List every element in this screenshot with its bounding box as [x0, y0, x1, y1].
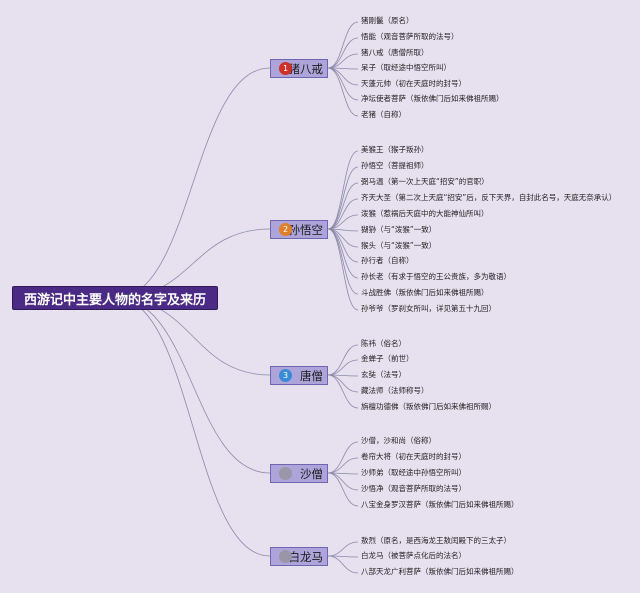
leaf-item[interactable]: 卷帘大将（初在天庭时的封号） [361, 452, 466, 461]
gray-marker-icon [279, 467, 292, 480]
root-node[interactable]: 西游记中主要人物的名字及来历 [12, 286, 218, 310]
branch-label: 猪八戒 [288, 61, 324, 76]
leaf-item[interactable]: 呆子（取经途中悟空所叫） [361, 63, 451, 72]
connector [327, 198, 359, 230]
leaf-item[interactable]: 敖烈（原名，是西海龙王敖闰殿下的三太子） [361, 536, 511, 545]
priority-2-icon: 2 [279, 223, 292, 236]
leaf-item[interactable]: 天蓬元帅（初在天庭时的封号） [361, 79, 466, 88]
branch-sun-wukong[interactable]: 2 孙悟空 [270, 220, 328, 239]
leaf-item[interactable]: 旃檀功德佛（叛依佛门后如来佛祖所赐） [361, 402, 496, 411]
connector [327, 53, 359, 69]
connector [327, 472, 359, 507]
leaf-item[interactable]: 老猪（自称） [361, 110, 406, 119]
leaf-item[interactable]: 美猴王（猴子叛孙） [361, 145, 429, 154]
leaf-item[interactable]: 猴头（与“泼猴”一致） [361, 241, 437, 250]
connector [327, 214, 359, 230]
leaf-item[interactable]: 孙行者（自称） [361, 256, 414, 265]
connector [327, 457, 359, 474]
leaf-item[interactable]: 齐天大圣（第二次上天庭“招安”后，反下天界，自封此名号，天庭无奈承认） [361, 193, 617, 202]
connector [115, 297, 271, 557]
connector [327, 344, 359, 376]
leaf-item[interactable]: 金蝉子（前世） [361, 354, 414, 363]
branch-zhu-bajie[interactable]: 1 猪八戒 [270, 59, 328, 78]
leaf-item[interactable]: 八部天龙广利菩萨（叛依佛门后如来佛祖所赐） [361, 567, 519, 576]
gray-marker-icon [279, 550, 292, 563]
leaf-item[interactable]: 悟能（观音菩萨所取的法号） [361, 32, 459, 41]
leaf-item[interactable]: 孙爷爷（罗刹女所叫，详见第五十九回） [361, 304, 496, 313]
connector [327, 37, 359, 69]
leaf-item[interactable]: 泼猴（惹祸后天庭中的大能神仙所叫） [361, 209, 489, 218]
branch-tang-seng[interactable]: 3 唐僧 [270, 366, 328, 385]
connector [327, 67, 359, 117]
leaf-item[interactable]: 玄奘（法号） [361, 370, 406, 379]
connector [327, 374, 359, 393]
leaf-item[interactable]: 孙长老（有求于悟空的王公贵族，多为敬语） [361, 272, 511, 281]
leaf-item[interactable]: 白龙马（被菩萨点化后的法名） [361, 551, 466, 560]
branch-label: 孙悟空 [288, 222, 324, 237]
leaf-item[interactable]: 沙僧，沙和尚（俗称） [361, 436, 436, 445]
branch-label: 唐僧 [300, 368, 323, 383]
connector [327, 166, 359, 230]
connector [327, 555, 359, 574]
connector [327, 228, 359, 263]
leaf-item[interactable]: 沙悟净（观音菩萨所取的法号） [361, 484, 466, 493]
leaf-item[interactable]: 猪八戒（唐僧所取） [361, 48, 429, 57]
connector [115, 297, 271, 474]
leaf-item[interactable]: 猢狲（与“泼猴”一致） [361, 225, 437, 234]
branch-label: 沙僧 [300, 466, 323, 481]
leaf-item[interactable]: 孙悟空（菩提祖师） [361, 161, 429, 170]
leaf-item[interactable]: 斗战胜佛（叛依佛门后如来佛祖所赐） [361, 288, 489, 297]
connector [327, 228, 359, 311]
branch-label: 白龙马 [288, 549, 324, 564]
root-title: 西游记中主要人物的名字及来历 [23, 292, 206, 308]
leaf-item[interactable]: 净坛使者菩萨（叛依佛门后如来佛祖所赐） [361, 94, 504, 103]
connector [327, 67, 359, 86]
connector [327, 359, 359, 376]
connector [327, 228, 359, 295]
connector [327, 150, 359, 230]
leaf-item[interactable]: 藏法师（法师称号） [361, 386, 429, 395]
leaf-item[interactable]: 弼马温（第一次上天庭“招安”的官职） [361, 177, 489, 186]
leaf-item[interactable]: 猪刚鬣（原名） [361, 16, 414, 25]
connector [327, 21, 359, 69]
connector [327, 541, 359, 557]
leaf-item[interactable]: 沙师弟（取经途中孙悟空所叫） [361, 468, 466, 477]
branch-sha-seng[interactable]: 沙僧 [270, 464, 328, 483]
connector [327, 441, 359, 474]
priority-1-icon: 1 [279, 62, 292, 75]
connector [327, 472, 359, 491]
branch-bai-longma[interactable]: 白龙马 [270, 547, 328, 566]
leaf-item[interactable]: 陈祎（俗名） [361, 339, 406, 348]
priority-3-icon: 3 [279, 369, 292, 382]
leaf-item[interactable]: 八宝金身罗汉菩萨（叛依佛门后如来佛祖所赐） [361, 500, 519, 509]
connector [327, 182, 359, 230]
connector [327, 374, 359, 409]
